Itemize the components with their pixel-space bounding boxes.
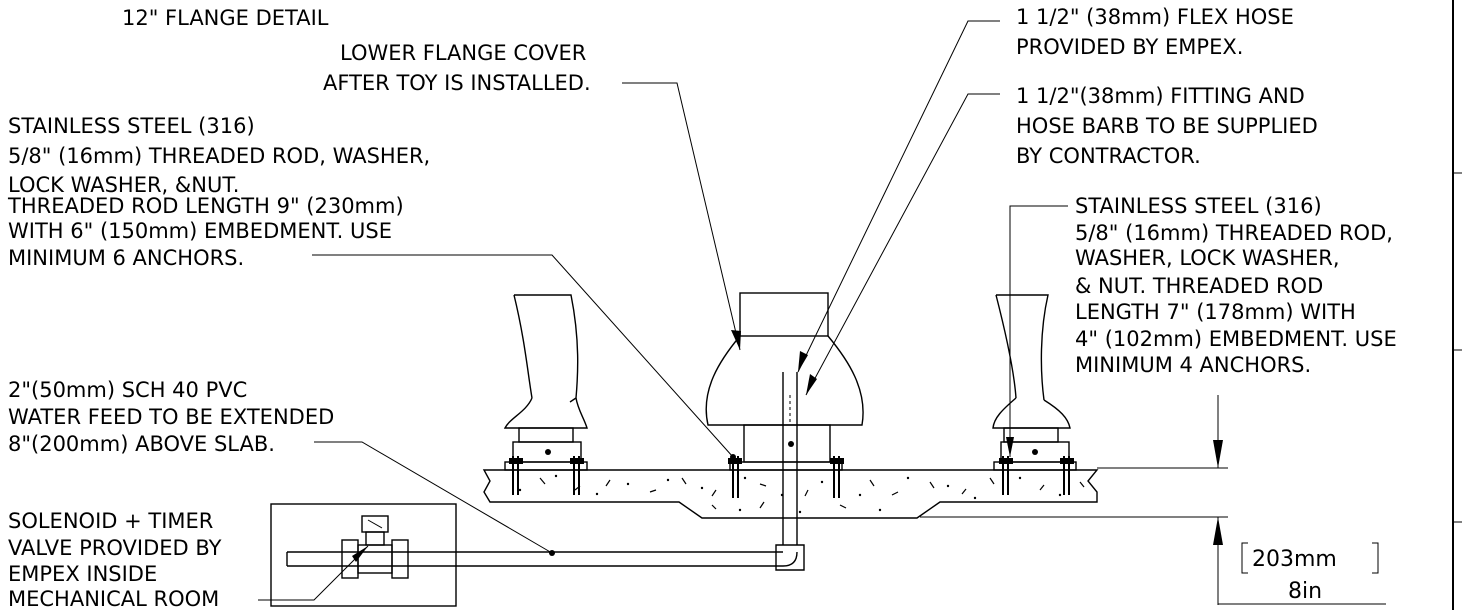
height-dimension (920, 395, 1386, 605)
svg-text:MINIMUM 4 ANCHORS.: MINIMUM 4 ANCHORS. (1075, 353, 1311, 377)
svg-text:EMPEX INSIDE: EMPEX INSIDE (8, 562, 157, 586)
svg-text:WASHER, LOCK WASHER,: WASHER, LOCK WASHER, (1075, 246, 1340, 270)
svg-text:1 1/2" (38mm) FLEX HOSE: 1 1/2" (38mm) FLEX HOSE (1016, 5, 1294, 29)
svg-text:8"(200mm) ABOVE SLAB.: 8"(200mm) ABOVE SLAB. (8, 432, 275, 456)
svg-text:MECHANICAL ROOM: MECHANICAL ROOM (8, 587, 219, 610)
solenoid-note: SOLENOID + TIMER VALVE PROVIDED BY EMPEX… (8, 509, 222, 610)
title-block-border (1452, 0, 1462, 610)
flex-hose-note: 1 1/2" (38mm) FLEX HOSE PROVIDED BY EMPE… (1016, 5, 1294, 59)
svg-text:4" (102mm) EMBEDMENT. USE: 4" (102mm) EMBEDMENT. USE (1075, 327, 1397, 351)
svg-text:5/8" (16mm) THREADED ROD, WASH: 5/8" (16mm) THREADED ROD, WASHER, (8, 144, 430, 168)
svg-text:BY CONTRACTOR.: BY CONTRACTOR. (1016, 144, 1201, 168)
svg-text:LOWER FLANGE COVER: LOWER FLANGE COVER (340, 41, 586, 65)
dimension-imperial: 8in (1288, 579, 1322, 604)
svg-text:5/8" (16mm) THREADED ROD,: 5/8" (16mm) THREADED ROD, (1075, 221, 1393, 245)
svg-text:MINIMUM 6 ANCHORS.: MINIMUM 6 ANCHORS. (8, 246, 244, 270)
svg-text:& NUT. THREADED ROD: & NUT. THREADED ROD (1075, 274, 1323, 298)
right-toy (992, 294, 1077, 495)
left-toy (503, 294, 588, 495)
svg-text:LOCK WASHER, &NUT.: LOCK WASHER, &NUT. (8, 173, 239, 197)
svg-text:STAINLESS STEEL (316): STAINLESS STEEL (316) (8, 114, 255, 138)
concrete-slab (482, 469, 1099, 519)
svg-text:WATER FEED TO BE EXTENDED: WATER FEED TO BE EXTENDED (8, 405, 334, 429)
svg-text:STAINLESS STEEL (316): STAINLESS STEEL (316) (1075, 194, 1322, 218)
svg-text:WITH 6" (150mm) EMBEDMENT. USE: WITH 6" (150mm) EMBEDMENT. USE (8, 219, 392, 243)
left-rod-note: STAINLESS STEEL (316) 5/8" (16mm) THREAD… (7, 114, 430, 270)
svg-text:VALVE PROVIDED BY: VALVE PROVIDED BY (8, 536, 222, 560)
svg-text:AFTER TOY IS INSTALLED.: AFTER TOY IS INSTALLED. (323, 71, 591, 95)
fitting-note: 1 1/2"(38mm) FITTING AND HOSE BARB TO BE… (1016, 84, 1318, 168)
svg-text:HOSE BARB TO BE SUPPLIED: HOSE BARB TO BE SUPPLIED (1016, 114, 1318, 138)
lower-flange-note: LOWER FLANGE COVER AFTER TOY IS INSTALLE… (323, 41, 591, 95)
svg-text:THREADED ROD LENGTH 9" (230mm): THREADED ROD LENGTH 9" (230mm) (7, 194, 404, 218)
drawing-title: 12" FLANGE DETAIL (122, 6, 329, 30)
svg-text:1 1/2"(38mm) FITTING AND: 1 1/2"(38mm) FITTING AND (1016, 84, 1305, 108)
dimension-metric: 203mm (1252, 547, 1337, 572)
center-toy (705, 292, 864, 545)
pvc-note: 2"(50mm) SCH 40 PVC WATER FEED TO BE EXT… (8, 378, 334, 456)
svg-text:2"(50mm) SCH 40 PVC: 2"(50mm) SCH 40 PVC (8, 378, 247, 402)
svg-text:LENGTH 7" (178mm) WITH: LENGTH 7" (178mm) WITH (1075, 300, 1356, 324)
supply-pipe (286, 544, 805, 571)
leader-lines (258, 20, 1068, 601)
svg-text:PROVIDED BY EMPEX.: PROVIDED BY EMPEX. (1016, 35, 1243, 59)
arrowheads (352, 330, 1014, 562)
svg-text:SOLENOID + TIMER: SOLENOID + TIMER (8, 509, 213, 533)
mechanical-room-box (270, 503, 457, 607)
right-rod-note: STAINLESS STEEL (316) 5/8" (16mm) THREAD… (1075, 194, 1397, 377)
